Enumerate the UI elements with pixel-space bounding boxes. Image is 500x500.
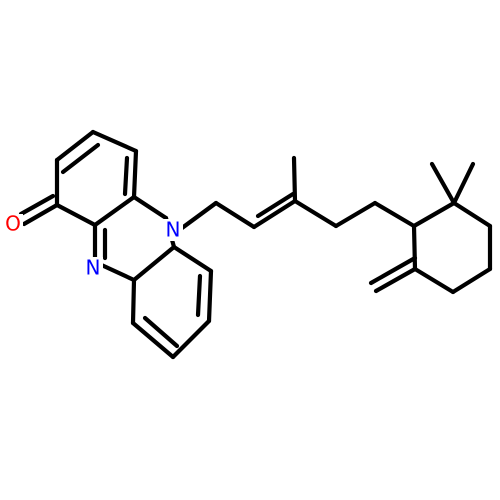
ring-nitrogen-label: N <box>86 256 101 280</box>
bond <box>412 266 456 295</box>
bond <box>333 200 378 229</box>
bond <box>292 198 339 229</box>
bond <box>213 200 257 230</box>
atom-nitrogen-ring-mask <box>83 257 103 279</box>
bond <box>411 223 418 272</box>
atom-nitrogen-substituted: N <box>163 218 183 242</box>
bond <box>122 155 130 197</box>
bond <box>411 200 457 229</box>
bond <box>291 155 298 204</box>
atom-oxygen: O <box>3 212 23 236</box>
bond <box>255 191 296 219</box>
bond <box>131 148 139 200</box>
bond <box>451 200 493 229</box>
bond <box>450 266 493 295</box>
bond <box>130 277 137 326</box>
bond <box>170 318 212 360</box>
bond <box>21 202 60 227</box>
bond <box>131 244 177 283</box>
bond <box>368 255 418 286</box>
bond <box>18 193 56 217</box>
bond <box>60 142 101 175</box>
substituted-nitrogen-label: N <box>166 218 181 242</box>
bond <box>171 244 214 274</box>
bond <box>54 129 96 163</box>
bond <box>195 273 203 318</box>
bond <box>251 198 298 230</box>
bond <box>130 320 176 360</box>
bond <box>92 194 137 228</box>
atom-oxygen-mask <box>3 214 23 234</box>
atom-nitrogen-ring: N <box>83 256 103 280</box>
oxygen-label: O <box>5 212 21 236</box>
bond <box>373 266 418 294</box>
bond <box>142 315 180 349</box>
bond <box>451 161 476 206</box>
atom-nitrogen-substituted-mask <box>163 219 183 241</box>
bond <box>206 268 214 324</box>
bond-layer <box>18 129 493 360</box>
bond <box>429 161 457 206</box>
bond <box>131 194 169 221</box>
bond <box>179 200 219 231</box>
bond <box>90 129 139 154</box>
bond <box>372 200 417 229</box>
bond <box>54 202 98 228</box>
